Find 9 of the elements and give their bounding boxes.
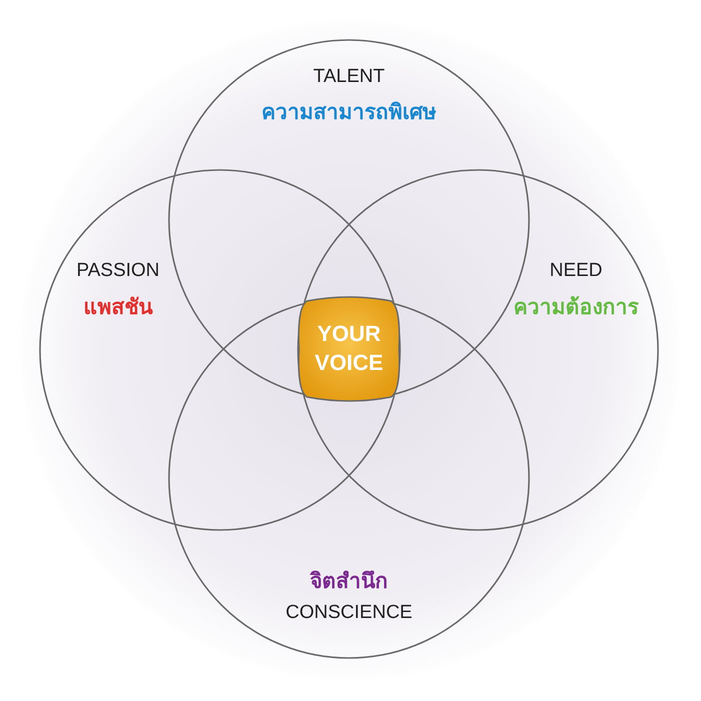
center-label: YOUR VOICE (314, 320, 384, 377)
circle-heading: NEED (550, 260, 602, 282)
circle-heading: TALENT (313, 66, 385, 88)
circle-subheading: แพสชัน (84, 295, 152, 321)
circle-subheading: CONSCIENCE (286, 602, 412, 624)
circle-heading: PASSION (76, 260, 160, 282)
circle-subheading: ความต้องการ (514, 295, 638, 321)
circle-heading: จิตสำนึก (310, 569, 388, 595)
circle-subheading: ความสามารถพิเศษ (262, 100, 436, 126)
